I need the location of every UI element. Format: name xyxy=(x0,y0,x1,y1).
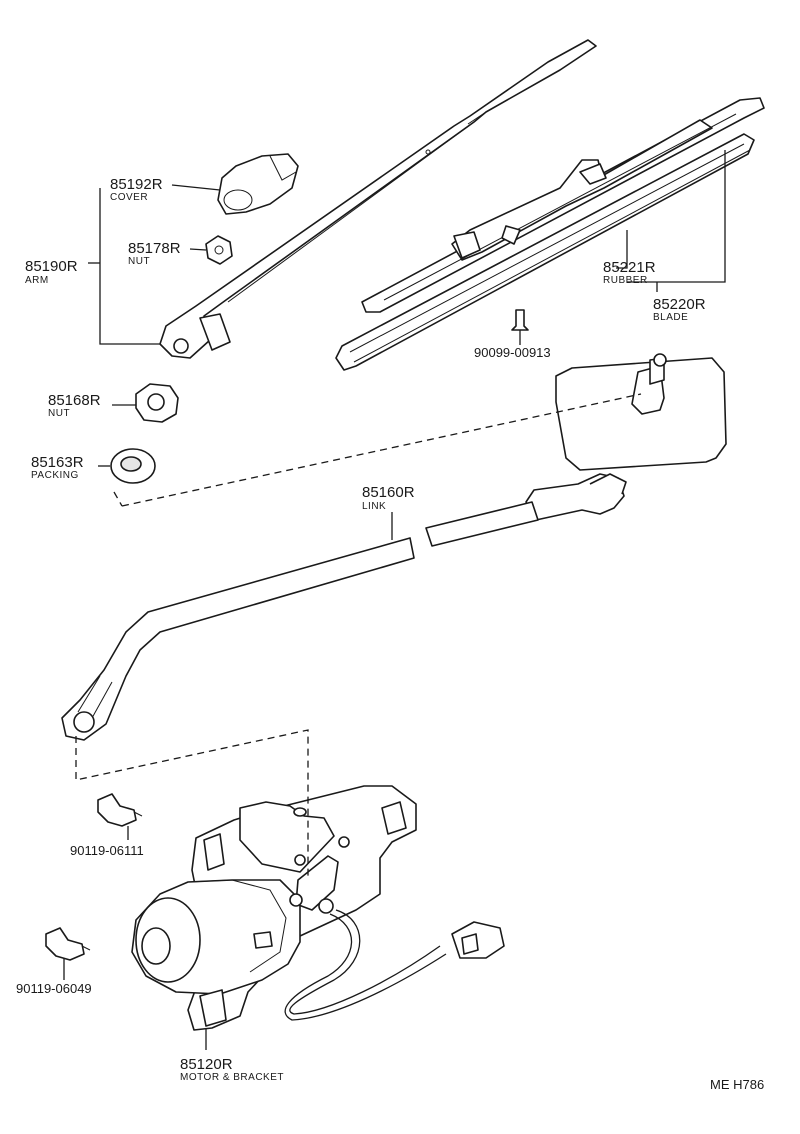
part-number-nut-arm: 85178R xyxy=(128,240,181,257)
part-name-motor: MOTOR & BRACKET xyxy=(180,1072,284,1083)
part-number-bolt-a: 90119-06111 xyxy=(70,843,144,858)
part-number-bolt-b: 90119-06049 xyxy=(16,981,92,996)
motor-bracket-part xyxy=(131,785,505,1031)
part-number-packing: 85163R xyxy=(31,454,84,471)
label-nut: 85168R NUT xyxy=(48,392,101,419)
assembly-lines xyxy=(75,393,642,880)
part-name-rubber: RUBBER xyxy=(603,275,648,286)
nut-part xyxy=(135,383,179,423)
part-number-blade: 85220R xyxy=(653,296,706,313)
link-part xyxy=(61,501,539,741)
part-number-nut: 85168R xyxy=(48,392,101,409)
part-number-motor: 85120R xyxy=(180,1056,233,1073)
pivot-part xyxy=(525,353,727,521)
small-nut-part xyxy=(205,235,233,265)
wiper-arm xyxy=(159,39,597,359)
bolt-a-part xyxy=(97,793,143,827)
label-packing: 85163R PACKING xyxy=(31,454,84,481)
wiper-blade xyxy=(335,97,765,371)
part-number-rubber: 85221R xyxy=(603,259,656,276)
part-name-link: LINK xyxy=(362,501,386,512)
label-bolt-b: 90119-06049 xyxy=(16,981,92,996)
part-name-arm: ARM xyxy=(25,275,49,286)
bolt-b-part xyxy=(45,927,91,961)
label-nut-arm: 85178R NUT xyxy=(128,240,181,267)
label-arm: 85190R ARM xyxy=(25,258,78,286)
reference-code: ME H786 xyxy=(710,1077,764,1092)
label-rubber: 85221R RUBBER xyxy=(603,259,656,286)
part-name-blade: BLADE xyxy=(653,312,688,323)
label-bolt-a: 90119-06111 xyxy=(70,843,144,858)
leader-lines xyxy=(63,150,726,1050)
cover-part xyxy=(217,153,299,215)
label-motor: 85120R MOTOR & BRACKET xyxy=(180,1056,284,1083)
packing-part xyxy=(110,448,156,484)
label-blade: 85220R BLADE xyxy=(653,296,706,323)
part-number-screw-blade: 90099-00913 xyxy=(474,345,551,360)
part-name-cover: COVER xyxy=(110,192,148,203)
part-name-nut: NUT xyxy=(48,408,70,419)
part-name-nut-arm: NUT xyxy=(128,256,150,267)
label-screw-blade: 90099-00913 xyxy=(474,345,551,360)
label-cover: 85192R COVER xyxy=(110,176,163,203)
part-name-packing: PACKING xyxy=(31,470,79,481)
part-number-cover: 85192R xyxy=(110,176,163,193)
part-number-link: 85160R xyxy=(362,484,415,501)
label-link: 85160R LINK xyxy=(362,484,415,512)
part-number-arm: 85190R xyxy=(25,258,78,275)
